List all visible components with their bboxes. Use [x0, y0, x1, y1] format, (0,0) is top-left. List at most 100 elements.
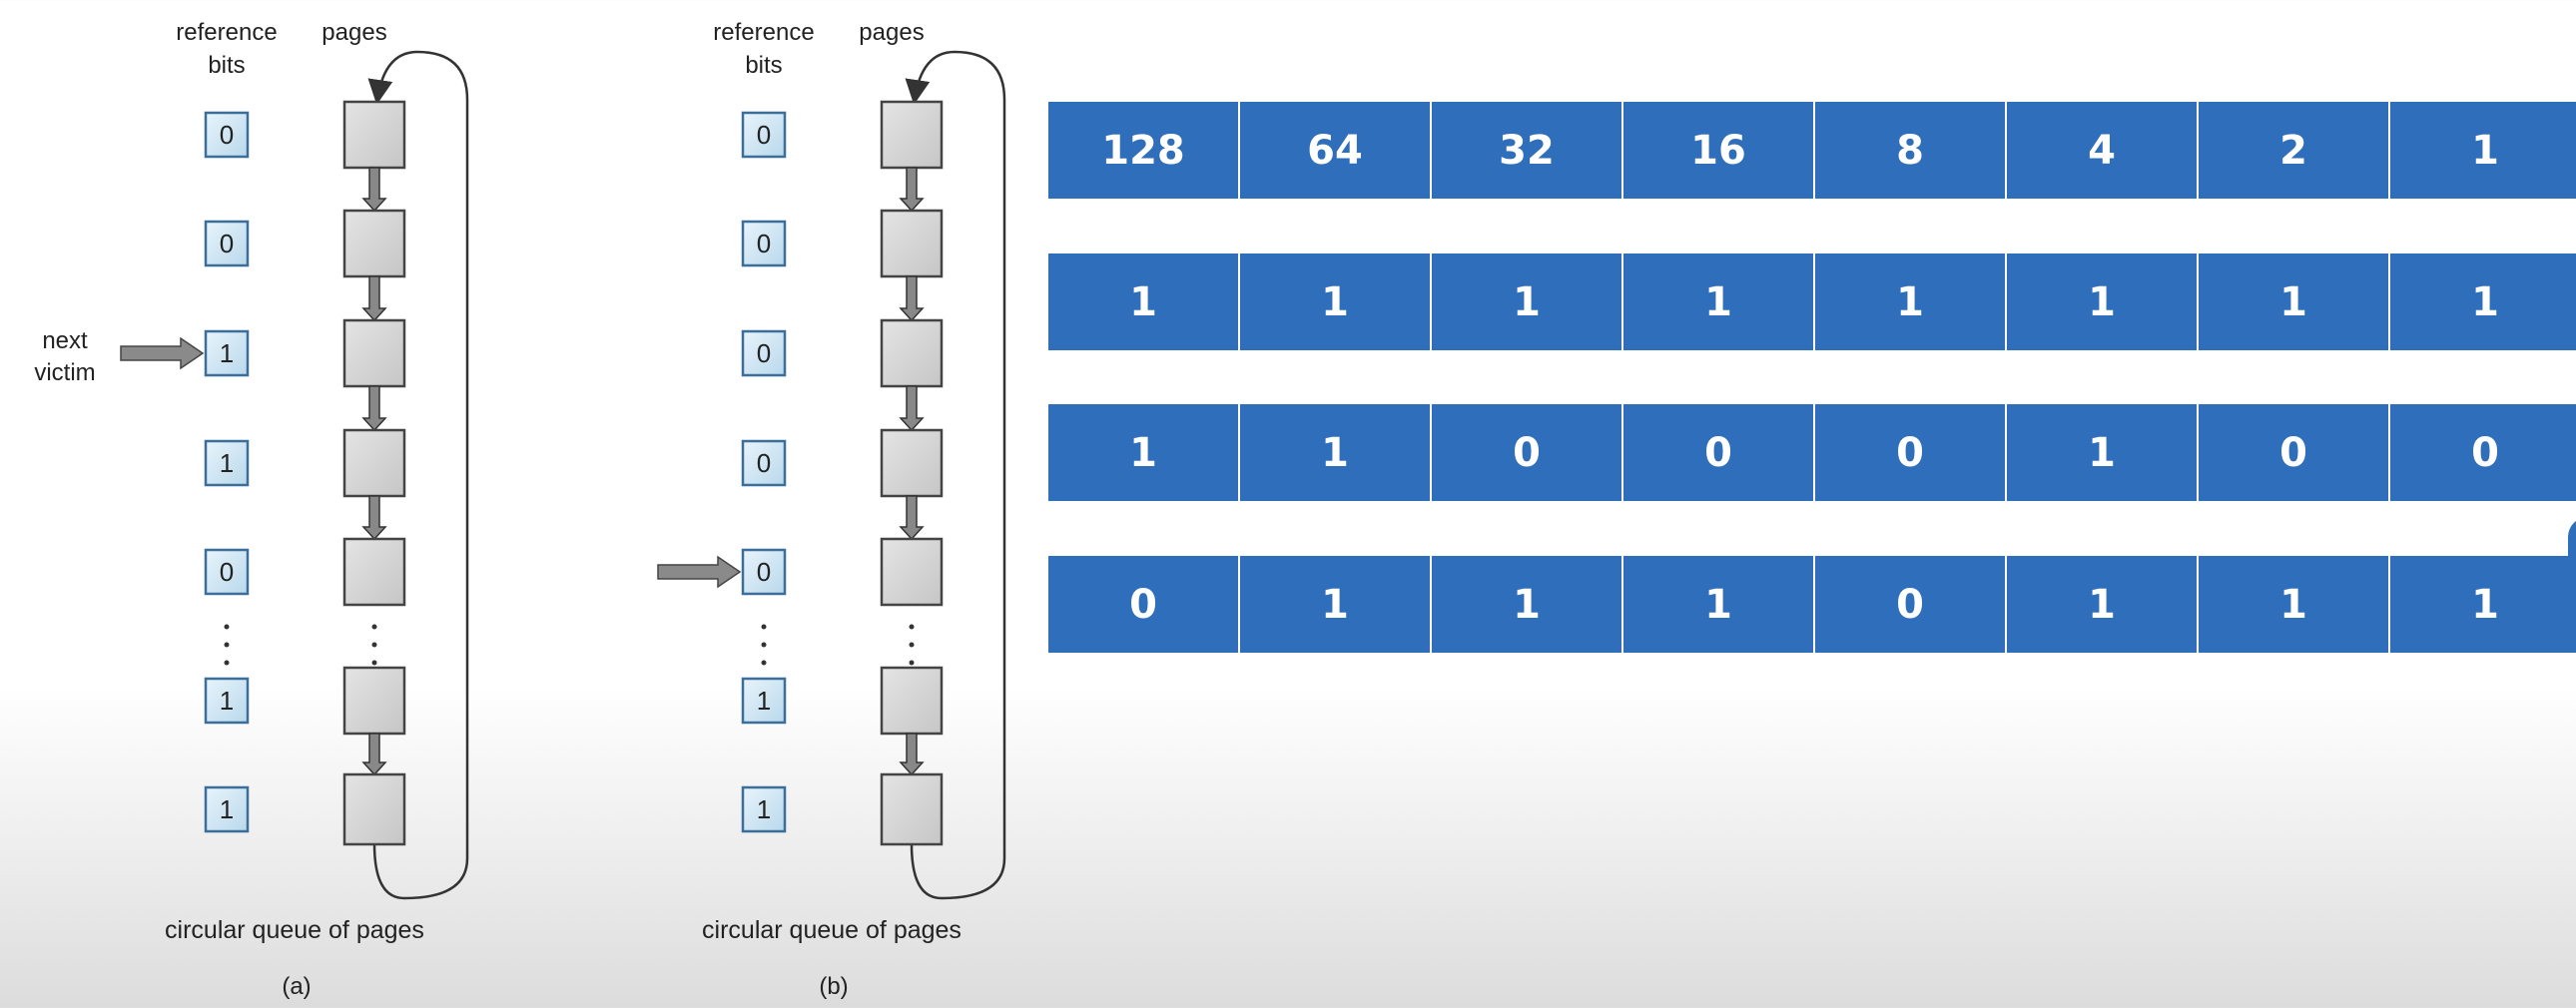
bit-value-cell: 1	[2199, 556, 2388, 653]
ref-bits-header: reference	[176, 19, 277, 46]
circular-loop-arrow	[367, 50, 469, 900]
page-box	[342, 100, 406, 170]
ellipsis-dot	[371, 624, 377, 630]
ellipsis-dot	[909, 642, 915, 648]
reference-bit-value: 1	[220, 448, 234, 478]
bit-value-cell: 1	[1815, 253, 2005, 350]
diagram-sublabel: (b)	[819, 973, 848, 1000]
bit-value-cell: 0	[1815, 404, 2005, 501]
page-link-arrow	[899, 385, 925, 432]
diagram-caption: circular queue of pages	[702, 916, 962, 944]
pointer-label: next	[42, 327, 88, 354]
page-box	[880, 428, 944, 498]
page-box	[342, 209, 406, 278]
reference-bit-box	[741, 439, 787, 487]
ellipsis-dot	[371, 642, 377, 648]
reference-bit-value: 1	[220, 794, 234, 824]
reference-bit-value: 0	[757, 557, 771, 587]
pointer-label: victim	[34, 359, 95, 386]
reference-bit-box	[741, 329, 787, 377]
bit-value-cell: 1	[1240, 404, 1430, 501]
bit-value-cell: 0	[2390, 404, 2576, 501]
bit-weight-cell: 16	[1623, 102, 1813, 199]
bit-weight-cell: 32	[1432, 102, 1621, 199]
page-box	[342, 318, 406, 388]
page-box	[880, 318, 944, 388]
ellipsis-dot	[761, 660, 767, 666]
reference-bit-value: 1	[220, 686, 234, 716]
bit-value-cell: 1	[2390, 253, 2576, 350]
reference-bit-box	[204, 329, 250, 377]
ellipsis-dot	[761, 624, 767, 630]
page-box	[880, 100, 944, 170]
bit-value-cell: 1	[1048, 404, 1238, 501]
reference-bit-box	[204, 439, 250, 487]
reference-bit-value: 0	[757, 338, 771, 368]
ellipsis-dot	[224, 642, 230, 648]
circular-loop-arrow	[905, 50, 1006, 900]
pointer-arrow	[657, 555, 742, 589]
page-box	[342, 772, 406, 846]
page-box	[880, 209, 944, 278]
page-link-arrow	[899, 275, 925, 322]
bit-weight-cell: 2	[2199, 102, 2388, 199]
reference-bit-value: 1	[757, 686, 771, 716]
reference-bit-box	[741, 548, 787, 596]
reference-bit-box	[741, 677, 787, 725]
bit-value-cell: 1	[1432, 253, 1621, 350]
bit-value-cell: 1	[1048, 253, 1238, 350]
page-link-arrow	[361, 385, 387, 432]
reference-bit-value: 0	[220, 557, 234, 587]
page-link-arrow	[361, 733, 387, 776]
bit-value-cell: 0	[1432, 404, 1621, 501]
reference-bit-box	[204, 677, 250, 725]
ellipsis-dot	[909, 660, 915, 666]
page-link-arrow	[899, 495, 925, 541]
pages-header: pages	[859, 19, 924, 46]
ellipsis-dot	[371, 660, 377, 666]
ref-bits-header: bits	[745, 52, 782, 79]
reference-bit-box	[741, 220, 787, 267]
page-box	[342, 428, 406, 498]
bit-weight-cell: 128	[1048, 102, 1238, 199]
bit-value-cell: 0	[1048, 556, 1238, 653]
page-link-arrow	[899, 733, 925, 776]
bit-value-cell: 1	[2007, 253, 2197, 350]
bit-weight-cell: 1	[2390, 102, 2576, 199]
page-link-arrow	[899, 167, 925, 213]
bit-value-cell: 1	[2390, 556, 2576, 653]
bit-value-cell: 1	[1623, 556, 1813, 653]
bit-value-cell: 1	[2007, 404, 2197, 501]
page-box	[342, 537, 406, 607]
reference-bit-box	[204, 111, 250, 159]
partial-circle-button	[2568, 517, 2576, 597]
page-box	[880, 666, 944, 736]
bit-value-cell: 1	[1432, 556, 1621, 653]
reference-bit-value: 0	[220, 229, 234, 258]
bit-value-cell: 1	[1240, 253, 1430, 350]
reference-bit-value: 0	[757, 229, 771, 258]
bit-value-cell: 1	[1623, 253, 1813, 350]
pages-header: pages	[322, 19, 386, 46]
ellipsis-dot	[909, 624, 915, 630]
bit-value-cell: 0	[1815, 556, 2005, 653]
reference-bit-box	[204, 220, 250, 267]
reference-bit-value: 0	[757, 448, 771, 478]
reference-bit-value: 1	[220, 338, 234, 368]
ref-bits-header: reference	[713, 19, 814, 46]
ellipsis-dot	[761, 642, 767, 648]
bit-weight-cell: 64	[1240, 102, 1430, 199]
reference-bit-value: 1	[757, 794, 771, 824]
page-box	[880, 537, 944, 607]
reference-bit-box	[204, 785, 250, 833]
reference-bit-box	[741, 111, 787, 159]
reference-bit-box	[204, 548, 250, 596]
bit-value-cell: 0	[1623, 404, 1813, 501]
bit-value-cell: 1	[2007, 556, 2197, 653]
diagram-sublabel: (a)	[282, 973, 311, 1000]
